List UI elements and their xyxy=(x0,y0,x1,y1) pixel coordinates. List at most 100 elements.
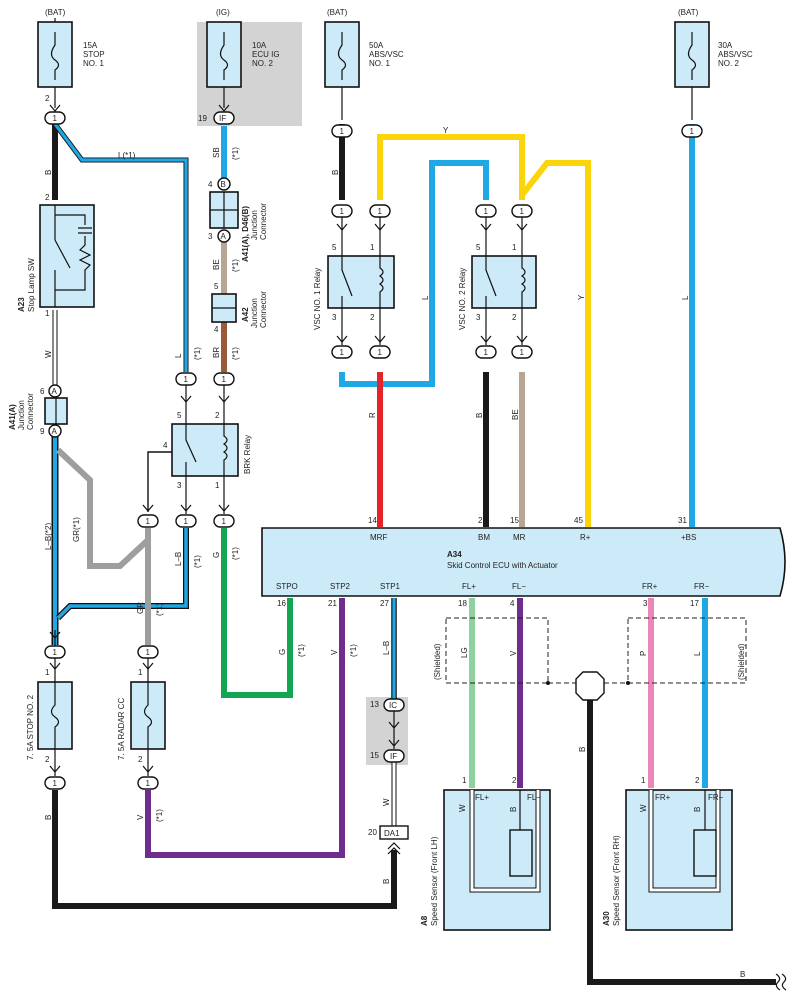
fuse-amp: 30A xyxy=(718,41,733,50)
wire-label: L xyxy=(421,295,430,300)
wire-label: B xyxy=(44,815,53,820)
pin-label: 2 xyxy=(45,94,50,103)
ecu-pin-name: R+ xyxy=(580,533,591,542)
pin-label: 20 xyxy=(368,828,377,837)
component-name: Junction xyxy=(250,298,259,328)
connector-arrow-icon xyxy=(218,104,230,112)
component-name: Stop Lamp SW xyxy=(27,258,36,312)
relay-switch-icon xyxy=(485,256,497,308)
connector-label: 1 xyxy=(146,779,151,788)
source-bat-label: (BAT) xyxy=(45,8,66,17)
shield-junction-dot xyxy=(626,681,630,685)
wire-label: (*1) xyxy=(349,644,358,657)
wire-label: B xyxy=(331,170,340,175)
pin-label: 2 xyxy=(138,755,143,764)
wire-label: B xyxy=(44,170,53,175)
wire-label: L xyxy=(693,651,702,656)
vsc-no1-relay: 5 1 3 2 VSC NO. 1 Relay xyxy=(313,243,395,330)
pin-label: 2 xyxy=(215,411,220,420)
connector-pill xyxy=(137,514,159,528)
connector-arrow-icon xyxy=(142,504,230,512)
wire-b-bottom xyxy=(52,790,397,909)
source-bat-label: (BAT) xyxy=(678,8,699,17)
connector-a xyxy=(217,229,231,243)
wire-y-top xyxy=(377,134,525,200)
component-code: A8 xyxy=(420,915,429,926)
wire-label: B xyxy=(740,970,745,979)
component-code: A23 xyxy=(17,297,26,312)
relay-coil-icon xyxy=(222,424,228,476)
connector-arrow-icon xyxy=(49,662,154,670)
wire-label: B xyxy=(693,807,702,812)
pin-label: 4 xyxy=(214,325,219,334)
pin-label: 4 xyxy=(163,441,168,450)
pills-ic-if: 13 IC 15 IF xyxy=(370,698,405,763)
ecu-pin-name: BM xyxy=(478,533,490,542)
ecu-pin-name: MRF xyxy=(370,533,387,542)
wire-gr1 xyxy=(55,447,151,569)
pin-label: 5 xyxy=(214,282,219,291)
component-name: Speed Sensor (Front LH) xyxy=(430,836,439,926)
wire-label: BR xyxy=(212,347,221,358)
connector-arrow-icon xyxy=(387,842,401,855)
sensor-pin-name: FL+ xyxy=(475,793,489,802)
connector-pill xyxy=(331,124,353,138)
pin-label: 1 xyxy=(45,309,50,318)
component-name: VSC NO. 1 Relay xyxy=(313,268,322,330)
connector-pill xyxy=(213,514,235,528)
wire-label: BE xyxy=(212,259,221,270)
ecu-pin-name: MR xyxy=(513,533,526,542)
pills-vsc-relay-bottom: 1 1 1 1 xyxy=(331,308,533,359)
pin-label: 15 xyxy=(370,751,379,760)
connector-pill xyxy=(475,345,497,359)
connector-pill xyxy=(681,124,703,138)
connector-lead xyxy=(185,476,225,514)
speed-sensor-front-lh: 1 2 FL+ FL− A8 Speed Sensor (Front LH) xyxy=(420,776,551,931)
fuse-amp: 15A xyxy=(83,41,98,50)
ecu-pin-name: FR+ xyxy=(642,582,658,591)
fuse-element-icon xyxy=(337,32,347,80)
wire-lb-relay xyxy=(56,528,188,620)
pin-label: 19 xyxy=(198,114,207,123)
pills-vsc-relay-top: 1 1 1 1 xyxy=(331,204,533,256)
pin-label: 1 xyxy=(370,243,375,252)
relay-coil-icon xyxy=(520,256,526,308)
connector-label: 1 xyxy=(146,517,151,526)
ecu-pin-num: 3 xyxy=(643,599,648,608)
fuse-stop-no2: 1 2 7. 5A STOP NO. 2 xyxy=(26,668,73,764)
ground-octagon-icon xyxy=(575,671,605,701)
connector-pill xyxy=(44,111,66,125)
connector-pill xyxy=(383,749,405,763)
pin-label: 5 xyxy=(177,411,182,420)
wire-label: GR(*1) xyxy=(72,517,81,542)
skid-control-ecu: A34 Skid Control ECU with Actuator 14 MR… xyxy=(261,516,786,608)
wire-label: SB xyxy=(212,147,221,158)
pills-brk-relay-top: 1 1 xyxy=(175,372,235,424)
fuse-number: NO. 2 xyxy=(718,59,739,68)
sensor-loop xyxy=(470,790,540,892)
ecu-pin-num: 21 xyxy=(328,599,337,608)
component-code: A41(A) xyxy=(8,404,17,430)
ecu-pin-name: +BS xyxy=(681,533,696,542)
shield-junction-dot xyxy=(546,681,550,685)
sensor-pin-name: FR− xyxy=(708,793,724,802)
wire-l-vsc xyxy=(339,160,489,387)
wire-continues-icon xyxy=(775,973,781,991)
wire-label: (*1) xyxy=(231,547,240,560)
vsc-no2-relay: 5 1 3 2 VSC NO. 2 Relay xyxy=(458,243,537,330)
connector-label: 1 xyxy=(340,127,345,136)
connector-arrow-icon xyxy=(180,395,230,403)
wire-g xyxy=(221,528,293,698)
pill-stop1-out: 2 1 xyxy=(44,94,66,125)
ecu-box xyxy=(261,527,786,597)
ecu-pin-num: 15 xyxy=(510,516,519,525)
connector-label: 1 xyxy=(484,207,489,216)
wire-label: Y xyxy=(577,294,586,300)
ecu-pin-num: 27 xyxy=(380,599,389,608)
stop-lamp-switch: 2 A23 Stop Lamp SW 1 xyxy=(17,193,95,318)
component-code: A30 xyxy=(602,911,611,926)
relay-coil-icon xyxy=(378,256,384,308)
connector-label: IF xyxy=(390,752,397,761)
connector-pill xyxy=(369,345,391,359)
ecu-pin-num: 14 xyxy=(368,516,377,525)
